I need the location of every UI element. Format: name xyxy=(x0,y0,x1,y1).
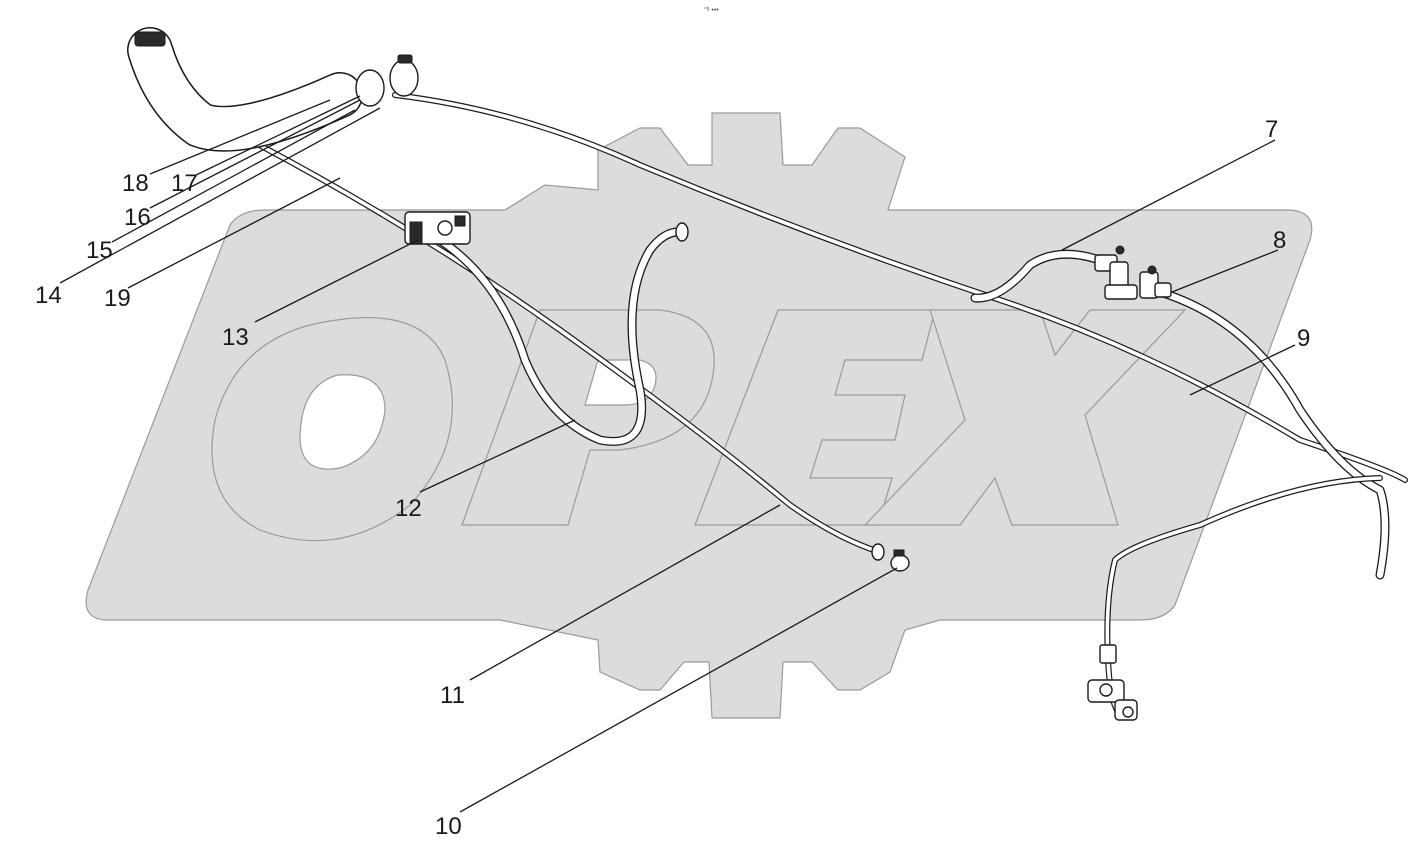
watermark-logo xyxy=(85,112,1313,719)
callout-labels: 7 8 9 10 11 12 13 14 15 16 17 18 19 xyxy=(35,116,1310,840)
hose-end-11-icon xyxy=(871,543,885,561)
leader-lines xyxy=(59,95,1296,813)
callout-15: 15 xyxy=(86,237,113,264)
callout-8: 8 xyxy=(1273,227,1286,254)
callout-7: 7 xyxy=(1265,116,1278,143)
top-mark: °ᵇ ••• xyxy=(704,6,719,14)
callout-16: 16 xyxy=(124,204,151,231)
tee-fitting-icon xyxy=(1094,245,1172,300)
callout-10: 10 xyxy=(435,813,462,840)
hose-end-12-icon xyxy=(675,222,689,242)
callout-11: 11 xyxy=(440,682,465,709)
callout-13: 13 xyxy=(222,324,249,351)
watermark-gear xyxy=(85,112,1313,719)
coupling-ring-icon xyxy=(355,69,385,107)
callout-17: 17 xyxy=(171,170,198,197)
valve-13-icon xyxy=(404,211,471,245)
callout-18: 18 xyxy=(122,170,149,197)
clamp-10-icon xyxy=(890,549,910,572)
callout-19: 19 xyxy=(104,285,131,312)
callout-14: 14 xyxy=(35,282,62,309)
hose-assembly xyxy=(127,27,1408,715)
clamp-top-icon xyxy=(134,31,166,47)
watermark-letter-x xyxy=(863,309,1187,526)
callout-12: 12 xyxy=(395,495,422,522)
lower-fitting-icon xyxy=(1087,644,1138,721)
callout-9: 9 xyxy=(1297,325,1310,352)
parts xyxy=(134,31,1172,721)
